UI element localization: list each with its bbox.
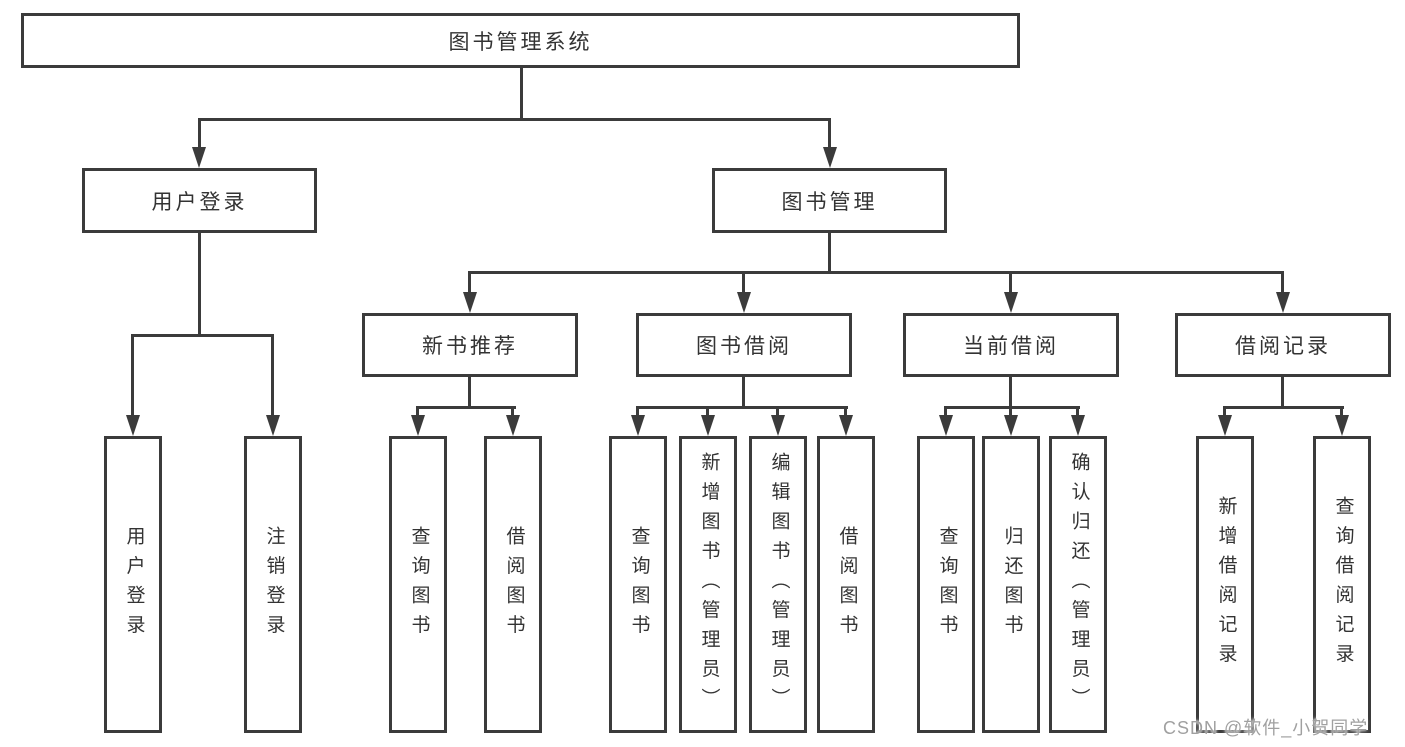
connector-stem-book-borrowing	[742, 271, 745, 294]
leaf-borrow-books-recommend: 借阅图书	[484, 436, 542, 733]
leaf-query-borrow-record: 查询借阅记录	[1313, 436, 1371, 733]
node-user-login: 用户登录	[82, 168, 317, 233]
arrow-down-icon	[771, 415, 785, 436]
leaf-label: 编辑图书（管理员）	[768, 451, 790, 718]
leaf-query-books-current: 查询图书	[917, 436, 975, 733]
leaf-add-borrow-record: 新增借阅记录	[1196, 436, 1254, 733]
leaf-label: 借阅图书	[503, 525, 525, 644]
connector-root-trunk	[520, 68, 523, 120]
connector-stem-book-management	[828, 118, 831, 150]
connector-stem-leaf	[416, 406, 419, 417]
leaf-query-books-borrowing: 查询图书	[609, 436, 667, 733]
connector-root-bus	[198, 118, 831, 121]
connector-stem-leaf	[706, 406, 709, 417]
leaf-label: 新增借阅记录	[1215, 496, 1237, 673]
arrow-down-icon	[939, 415, 953, 436]
arrow-down-icon	[126, 415, 140, 436]
connector-user-login-bus	[131, 334, 274, 337]
connector-borrowing-records-bus	[1223, 406, 1344, 409]
node-borrowing-records: 借阅记录	[1175, 313, 1391, 377]
connector-stem-borrowing-records	[1281, 271, 1284, 294]
connector-stem-user-login	[198, 118, 201, 150]
leaf-borrow-books: 借阅图书	[817, 436, 875, 733]
node-book-borrowing: 图书借阅	[636, 313, 852, 377]
arrow-down-icon	[839, 415, 853, 436]
arrow-down-icon	[1071, 415, 1085, 436]
connector-stem-leaf	[271, 334, 274, 417]
connector-stem-current-borrowing	[1009, 271, 1012, 294]
connector-stem-leaf	[776, 406, 779, 417]
connector-current-borrowing-trunk	[1009, 377, 1012, 408]
arrow-down-icon	[1335, 415, 1349, 436]
csdn-watermark: CSDN @软件_小贺同学	[1163, 718, 1369, 738]
leaf-confirm-return-admin: 确认归还（管理员）	[1049, 436, 1107, 733]
arrow-down-icon	[737, 292, 751, 313]
leaf-label: 查询图书	[936, 525, 958, 644]
leaf-label: 确认归还（管理员）	[1068, 451, 1090, 718]
connector-stem-leaf	[511, 406, 514, 417]
node-current-borrowing: 当前借阅	[903, 313, 1119, 377]
leaf-label: 新增图书（管理员）	[698, 451, 720, 718]
connector-stem-leaf	[1340, 406, 1343, 417]
arrow-down-icon	[463, 292, 477, 313]
connector-stem-leaf	[131, 334, 134, 417]
arrow-down-icon	[701, 415, 715, 436]
node-library-system: 图书管理系统	[21, 13, 1020, 68]
leaf-label: 注销登录	[263, 525, 285, 644]
connector-book-borrowing-trunk	[742, 377, 745, 408]
leaf-label: 查询图书	[408, 525, 430, 644]
leaf-logout: 注销登录	[244, 436, 302, 733]
connector-stem-leaf	[636, 406, 639, 417]
arrow-down-icon	[1218, 415, 1232, 436]
connector-book-management-trunk	[828, 233, 831, 274]
node-new-book-recommend: 新书推荐	[362, 313, 578, 377]
arrow-down-icon	[266, 415, 280, 436]
arrow-down-icon	[411, 415, 425, 436]
arrow-down-icon	[1004, 415, 1018, 436]
connector-stem-new-book	[468, 271, 471, 294]
connector-borrowing-records-trunk	[1281, 377, 1284, 408]
arrow-down-icon	[1004, 292, 1018, 313]
leaf-label: 归还图书	[1001, 525, 1023, 644]
connector-stem-leaf	[1076, 406, 1079, 417]
arrow-down-icon	[631, 415, 645, 436]
leaf-label: 查询借阅记录	[1332, 496, 1354, 673]
arrow-down-icon	[1276, 292, 1290, 313]
node-book-management: 图书管理	[712, 168, 947, 233]
leaf-add-books-admin: 新增图书（管理员）	[679, 436, 737, 733]
connector-stem-leaf	[944, 406, 947, 417]
connector-book-borrowing-bus	[636, 406, 848, 409]
connector-stem-leaf	[1223, 406, 1226, 417]
connector-user-login-trunk	[198, 233, 201, 336]
connector-new-book-trunk	[468, 377, 471, 408]
leaf-query-books-recommend: 查询图书	[389, 436, 447, 733]
leaf-return-books: 归还图书	[982, 436, 1040, 733]
leaf-label: 查询图书	[628, 525, 650, 644]
arrow-down-icon	[823, 147, 837, 168]
leaf-label: 用户登录	[123, 525, 145, 644]
connector-stem-leaf	[844, 406, 847, 417]
arrow-down-icon	[192, 147, 206, 168]
leaf-label: 借阅图书	[836, 525, 858, 644]
connector-new-book-bus	[416, 406, 516, 409]
arrow-down-icon	[506, 415, 520, 436]
leaf-edit-books-admin: 编辑图书（管理员）	[749, 436, 807, 733]
connector-current-borrowing-bus	[944, 406, 1080, 409]
leaf-user-login: 用户登录	[104, 436, 162, 733]
connector-stem-leaf	[1009, 406, 1012, 417]
connector-book-management-bus	[468, 271, 1284, 274]
